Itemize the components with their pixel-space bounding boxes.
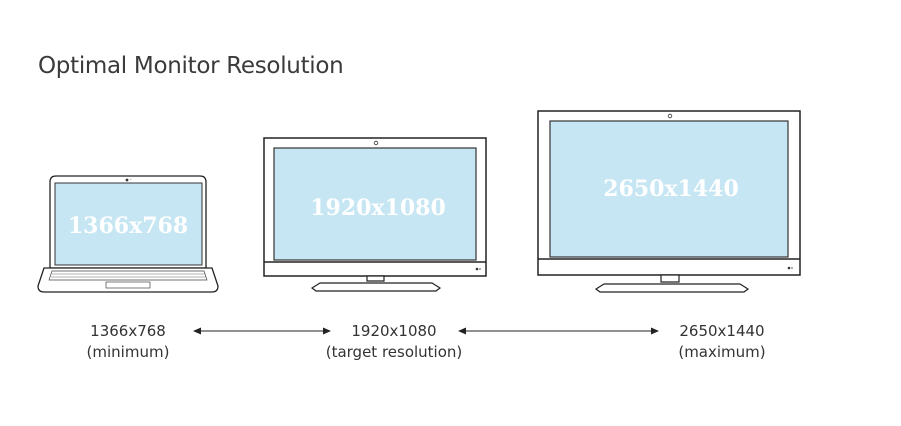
monitor-1920-screen-label: 1920x1080 — [310, 195, 446, 221]
trackpad — [105, 281, 151, 289]
page-title: Optimal Monitor Resolution — [38, 53, 344, 79]
laptop-screen — [54, 182, 203, 266]
laptop-device: • 1366x768 — [37, 175, 219, 293]
caption-note: (maximum) — [678, 343, 766, 361]
double-arrow-icon — [458, 327, 659, 335]
caption-target: 1920x1080 (target resolution) — [314, 321, 474, 363]
caption-minimum: 1366x768 (minimum) — [68, 321, 188, 363]
caption-note: (target resolution) — [325, 343, 463, 361]
caption-resolution: 1920x1080 — [351, 322, 437, 340]
monitor-2650-screen — [549, 120, 789, 258]
caption-resolution: 1366x768 — [90, 322, 166, 340]
monitor-2650-device: 2650x1440 — [537, 110, 801, 293]
caption-resolution: 2650x1440 — [679, 322, 765, 340]
monitor-2650-neck — [660, 274, 680, 283]
laptop-screen-label: 1366x768 — [68, 213, 188, 239]
double-arrow-icon — [193, 327, 331, 335]
monitor-2650-stand — [594, 283, 750, 293]
caption-maximum: 2650x1440 (maximum) — [662, 321, 782, 363]
monitor-1920-neck — [366, 275, 385, 282]
svg-text:•: • — [130, 178, 132, 182]
monitor-2650-screen-label: 2650x1440 — [603, 176, 739, 202]
monitor-1920-device: 1920x1080 — [263, 137, 487, 292]
monitor-1920-screen — [273, 147, 477, 261]
caption-note: (minimum) — [86, 343, 170, 361]
monitor-1920-stand — [310, 282, 442, 292]
